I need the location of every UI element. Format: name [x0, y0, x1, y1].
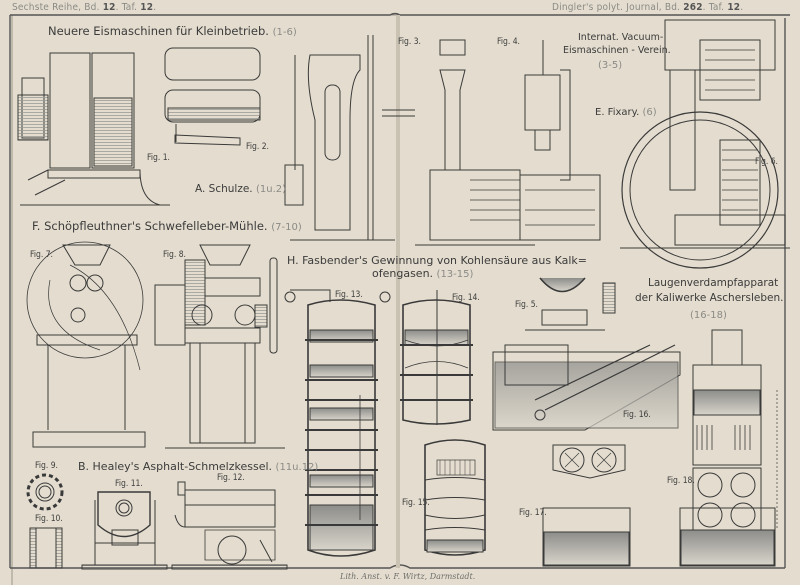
- fig-label-17: Fig. 17.: [519, 508, 547, 518]
- section-refs-vacuum: (3-5): [598, 57, 622, 71]
- fig-4b-vessel-drawing: [520, 40, 601, 241]
- fig-13-drawing: [284, 289, 378, 557]
- section-refs-laugen: (16-18): [690, 307, 727, 321]
- fig-11-drawing: [81, 491, 168, 570]
- section-title-laugen: Laugenverdampfapparat: [648, 277, 778, 289]
- section-title-text: ofengasen.: [372, 267, 434, 280]
- fig-label-11: Fig. 11.: [115, 479, 143, 489]
- section-title-schulze: A. Schulze. (1u.2): [195, 183, 286, 195]
- header-left-taf-label: Taf.: [121, 2, 138, 13]
- fig-label-14: Fig. 14.: [452, 293, 480, 303]
- fig-4-drawing: [415, 39, 535, 246]
- fig-label-3: Fig. 3.: [398, 37, 421, 47]
- section-title-text: Internat. Vacuum-: [578, 32, 664, 43]
- header-left-volume: 12: [102, 2, 116, 13]
- fig-1-drawing: [17, 52, 170, 206]
- section-title-laugen-line2: der Kaliwerke Aschersleben.: [635, 292, 783, 304]
- fig-label-10: Fig. 10.: [35, 514, 63, 524]
- fig-label-8: Fig. 8.: [163, 250, 186, 260]
- section-title-text: der Kaliwerke Aschersleben.: [635, 292, 784, 304]
- fig-label-4: Fig. 4.: [497, 37, 520, 47]
- section-title-schoepfleuthner: F. Schöpfleuthner's Schwefelleber-Mühle.…: [32, 219, 302, 233]
- fig-label-1: Fig. 1.: [147, 153, 170, 163]
- fig-label-16: Fig. 16.: [623, 410, 651, 420]
- section-refs: (13-15): [436, 269, 474, 280]
- section-title-text: E. Fixary.: [595, 107, 640, 118]
- fig-15-drawing: [424, 439, 486, 556]
- fig-17-drawing: [542, 444, 631, 567]
- fig-5-drawing: [525, 277, 616, 331]
- header-right: Dingler's polyt. Journal, Bd. 262. Taf. …: [552, 2, 744, 13]
- section-title-fasbender-line2: ofengasen. (13-15): [372, 267, 473, 280]
- section-title-text: Eismaschinen - Verein.: [563, 45, 671, 56]
- section-refs: (6): [642, 107, 657, 118]
- top-rule: [10, 12, 790, 16]
- header-right-prefix: Dingler's polyt. Journal, Bd.: [552, 2, 681, 13]
- section-title-text: B. Healey's Asphalt-Schmelzkessel.: [78, 460, 273, 473]
- section-title-text: A. Schulze.: [195, 183, 253, 195]
- lithographer-credit: Lith. Anst. v. F. Wirtz, Darmstadt.: [340, 572, 476, 581]
- fig-label-15: Fig. 15.: [402, 498, 430, 508]
- fig-10-drawing: [29, 527, 63, 569]
- section-title-vacuum-line2: Eismaschinen - Verein.: [563, 45, 671, 56]
- header-right-taf: 12: [727, 2, 741, 13]
- section-refs: (1-6): [272, 27, 297, 38]
- section-title-fixary: E. Fixary. (6): [595, 107, 657, 118]
- fig-6-drawing: [620, 19, 790, 269]
- fig-label-9: Fig. 9.: [35, 461, 58, 471]
- section-title-text: F. Schöpfleuthner's Schwefelleber-Mühle.: [32, 219, 268, 233]
- fig-label-6: Fig. 6.: [755, 157, 778, 167]
- fig-14-drawing: [379, 290, 473, 425]
- fig-3-drawing: [284, 35, 415, 241]
- section-title-fasbender: H. Fasbender's Gewinnung von Kohlensäure…: [287, 254, 587, 267]
- section-title-text: H. Fasbender's Gewinnung von Kohlensäure…: [287, 254, 588, 267]
- fig-16-drawing: [492, 344, 681, 431]
- fig-18-drawing: [679, 329, 778, 567]
- header-right-volume: 262: [683, 2, 703, 13]
- fig-12-drawing: [171, 481, 288, 570]
- fig-8-drawing: [154, 244, 285, 449]
- header-right-taf-label: Taf.: [708, 2, 725, 13]
- fig-label-5: Fig. 5.: [515, 300, 538, 310]
- section-refs: (7-10): [271, 222, 302, 233]
- header-left: Sechste Reihe, Bd. 12. Taf. 12.: [12, 2, 157, 13]
- section-title-eismaschinen: Neuere Eismaschinen für Kleinbetrieb. (1…: [48, 24, 297, 38]
- fig-9-drawing: [26, 473, 64, 511]
- fig-label-18: Fig. 18.: [667, 476, 695, 486]
- fig-2-drawing: [164, 47, 261, 146]
- fig-label-7: Fig. 7.: [30, 250, 53, 260]
- section-refs: (3-5): [598, 60, 623, 71]
- section-refs: (16-18): [690, 310, 727, 321]
- fig-label-12: Fig. 12.: [217, 473, 245, 483]
- section-title-vacuum: Internat. Vacuum-: [578, 32, 663, 43]
- section-title-healey: B. Healey's Asphalt-Schmelzkessel. (11u.…: [78, 460, 318, 473]
- header-left-prefix: Sechste Reihe, Bd.: [12, 2, 100, 13]
- header-left-taf: 12: [140, 2, 154, 13]
- fig-label-13: Fig. 13.: [335, 290, 363, 300]
- section-refs: (1u.2): [256, 184, 287, 195]
- section-title-text: Laugenverdampfapparat: [648, 277, 779, 289]
- section-title-text: Neuere Eismaschinen für Kleinbetrieb.: [48, 24, 269, 38]
- section-refs: (11u.12): [275, 462, 319, 473]
- fig-7-drawing: [26, 241, 146, 448]
- fig-label-2: Fig. 2.: [246, 142, 269, 152]
